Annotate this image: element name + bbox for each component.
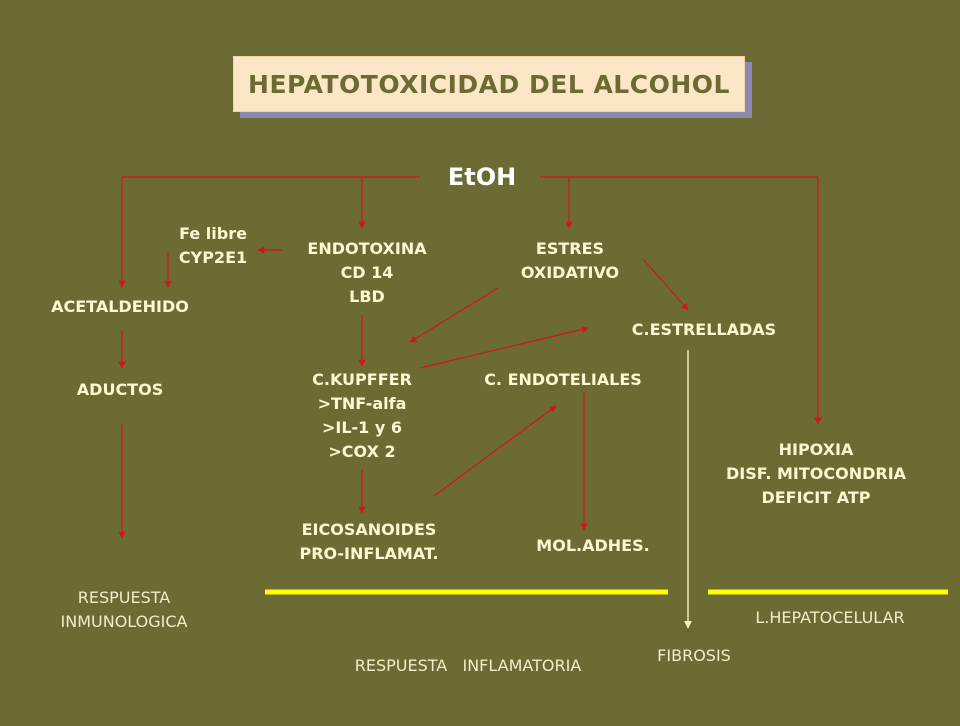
node-estrelladas: C.ESTRELLADAS xyxy=(632,318,776,342)
node-respuesta-inflamatoria: RESPUESTA INFLAMATORIA xyxy=(355,606,582,726)
node-hipoxia: HIPOXIA DISF. MITOCONDRIA DEFICIT ATP xyxy=(726,438,906,510)
node-eicosanoides: EICOSANOIDES PRO-INFLAMAT. xyxy=(299,518,438,566)
arrow-estres-kupffer xyxy=(409,287,499,343)
node-hipoxia-line-1: HIPOXIA xyxy=(778,440,854,459)
arrow-eicosanoides-endoteliales xyxy=(433,405,557,497)
node-endotoxina: ENDOTOXINA CD 14 LBD xyxy=(307,237,426,309)
node-estres-line-2: OXIDATIVO xyxy=(520,263,620,282)
fibrosis-label: FIBROSIS xyxy=(657,646,731,665)
node-etoh: EtOH xyxy=(448,162,516,192)
l-hepatocelular-label: L.HEPATOCELULAR xyxy=(755,608,905,627)
respuesta-inmunologica-line-1: RESPUESTA xyxy=(77,588,171,607)
node-estres-line-1: ESTRES xyxy=(535,239,605,258)
node-endotoxina-line-2: CD 14 xyxy=(340,263,394,282)
node-estrelladas-label: C.ESTRELLADAS xyxy=(631,320,777,339)
node-eicosanoides-line-2: PRO-INFLAMAT. xyxy=(299,544,439,563)
node-acetaldehido-label: ACETALDEHIDO xyxy=(51,297,189,316)
node-eicosanoides-line-1: EICOSANOIDES xyxy=(301,520,437,539)
node-kupffer-line-1: C.KUPFFER xyxy=(312,370,412,389)
node-kupffer-line-2: >TNF-alfa xyxy=(317,394,407,413)
node-estres: ESTRES OXIDATIVO xyxy=(521,237,619,285)
node-fe-line-2: CYP2E1 xyxy=(178,248,248,267)
node-fe-libre: Fe libre CYP2E1 xyxy=(179,222,247,270)
title-box: HEPATOTOXICIDAD DEL ALCOHOL xyxy=(233,56,745,112)
node-acetaldehido: ACETALDEHIDO xyxy=(51,295,189,319)
arrow-kupffer-estrelladas xyxy=(419,326,589,369)
node-fe-line-1: Fe libre xyxy=(179,224,247,243)
node-mol-adhes: MOL.ADHES. xyxy=(536,534,649,558)
arrow-estres-estrelladas xyxy=(642,258,689,311)
node-respuesta-inmunologica: RESPUESTA INMUNOLOGICA xyxy=(61,586,188,634)
respuesta-inmunologica-line-2: INMUNOLOGICA xyxy=(60,612,188,631)
node-endotoxina-line-1: ENDOTOXINA xyxy=(307,239,427,258)
node-kupffer: C.KUPFFER >TNF-alfa >IL-1 y 6 >COX 2 xyxy=(312,368,412,464)
respuesta-inflamatoria-label: RESPUESTA INFLAMATORIA xyxy=(354,656,582,675)
node-endotoxina-line-3: LBD xyxy=(349,287,385,306)
node-etoh-label: EtOH xyxy=(447,163,517,191)
page-title: HEPATOTOXICIDAD DEL ALCOHOL xyxy=(248,69,730,99)
node-hipoxia-line-3: DEFICIT ATP xyxy=(761,488,871,507)
node-hipoxia-line-2: DISF. MITOCONDRIA xyxy=(725,464,907,483)
node-kupffer-line-4: >COX 2 xyxy=(328,442,396,461)
node-kupffer-line-3: >IL-1 y 6 xyxy=(321,418,403,437)
node-l-hepatocelular: L.HEPATOCELULAR xyxy=(755,606,904,630)
node-aductos: ADUCTOS xyxy=(77,378,163,402)
node-endoteliales-label: C. ENDOTELIALES xyxy=(484,370,642,389)
node-endoteliales: C. ENDOTELIALES xyxy=(484,368,642,392)
node-mol-adhes-label: MOL.ADHES. xyxy=(536,536,650,555)
node-aductos-label: ADUCTOS xyxy=(76,380,164,399)
node-fibrosis: FIBROSIS xyxy=(657,644,731,668)
